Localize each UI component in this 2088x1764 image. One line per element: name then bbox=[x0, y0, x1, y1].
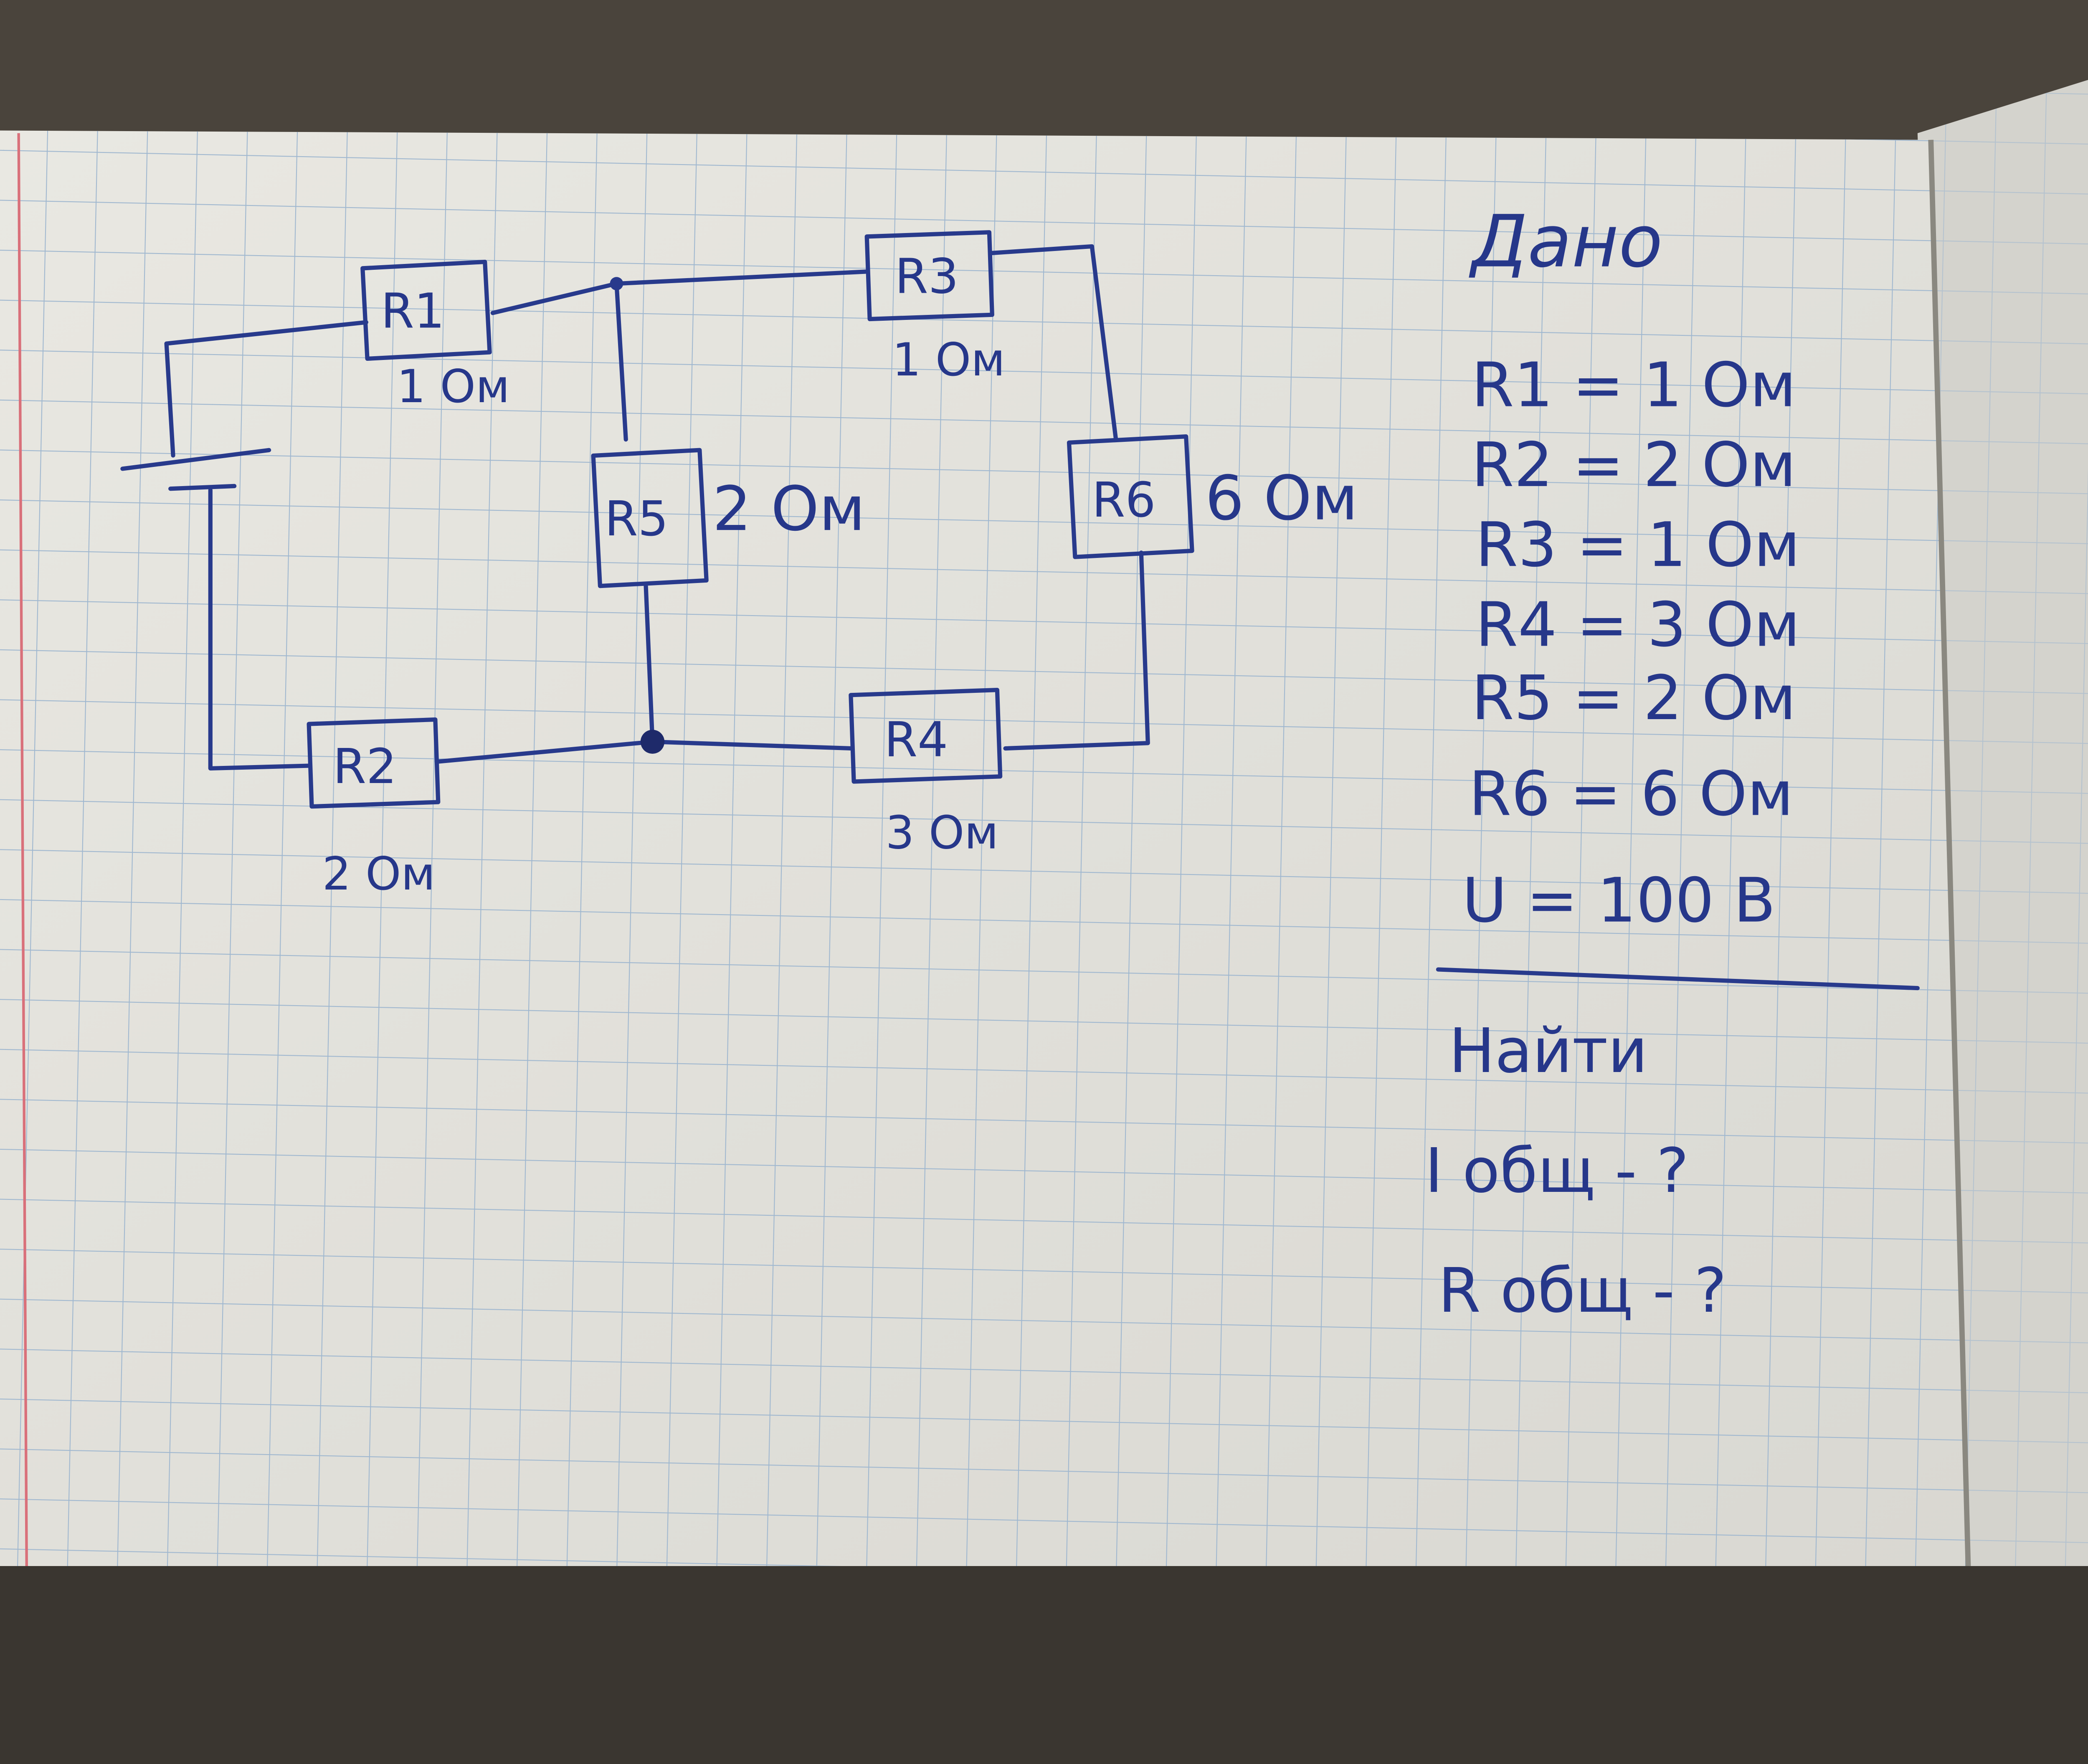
given-item: R4 = 3 Ом bbox=[1475, 589, 1800, 661]
find-item: I общ - ? bbox=[1425, 1135, 1689, 1206]
resistor-value: 2 Ом bbox=[712, 473, 865, 545]
notebook-page-grid bbox=[0, 130, 1969, 1566]
resistor-label: R6 bbox=[1092, 472, 1156, 528]
resistor-label: R4 bbox=[884, 712, 948, 768]
resistor-box bbox=[864, 230, 994, 322]
resistor-r5: R5 2 Ом bbox=[591, 448, 865, 588]
find-section: Найти I общ - ? R общ - ? bbox=[1425, 1015, 1727, 1326]
node-dot bbox=[610, 277, 623, 291]
given-item: R6 = 6 Ом bbox=[1469, 758, 1793, 830]
resistor-value: 3 Ом bbox=[886, 806, 999, 859]
resistor-box bbox=[849, 688, 1003, 784]
wire bbox=[990, 244, 1118, 442]
wire bbox=[614, 281, 628, 442]
resistor-value: 2 Ом bbox=[322, 847, 436, 900]
notebook-photo: R1 1 Ом R3 1 Ом R6 6 Ом R5 2 Ом R4 3 Ом … bbox=[0, 0, 2088, 1566]
given-item: R2 = 2 Ом bbox=[1472, 429, 1796, 501]
given-item: U = 100 В bbox=[1462, 865, 1776, 936]
resistor-label: R1 bbox=[381, 283, 445, 339]
find-item: R общ - ? bbox=[1438, 1255, 1727, 1326]
resistor-r1: R1 1 Ом bbox=[360, 259, 510, 413]
wire bbox=[644, 583, 655, 744]
resistor-r2: R2 2 Ом bbox=[307, 717, 441, 900]
wire bbox=[1003, 550, 1150, 751]
resistor-r6: R6 6 Ом bbox=[1067, 434, 1358, 559]
given-item: R1 = 1 Ом bbox=[1472, 350, 1796, 421]
find-title: Найти bbox=[1449, 1015, 1647, 1087]
battery-short-plate bbox=[168, 484, 237, 491]
resistor-label: R5 bbox=[605, 491, 669, 547]
battery-long-plate bbox=[120, 448, 271, 471]
resistor-value: 1 Ом bbox=[397, 360, 510, 413]
resistor-box bbox=[360, 259, 492, 361]
wire bbox=[164, 320, 369, 458]
resistor-value: 1 Ом bbox=[892, 333, 1005, 386]
resistor-box bbox=[591, 448, 709, 588]
resistor-box bbox=[307, 717, 441, 809]
margin-line bbox=[17, 133, 28, 1566]
wire bbox=[208, 488, 311, 771]
given-item: R3 = 1 Ом bbox=[1475, 509, 1800, 580]
resistor-value: 6 Ом bbox=[1205, 463, 1358, 534]
given-section: Дано R1 = 1 Ом R2 = 2 Ом R3 = 1 Ом R4 = … bbox=[1462, 200, 1800, 936]
resistor-r4: R4 3 Ом bbox=[849, 688, 1003, 859]
resistor-label: R2 bbox=[333, 739, 397, 795]
node-dot bbox=[640, 730, 665, 754]
given-title: Дано bbox=[1469, 200, 1663, 284]
resistor-r3: R3 1 Ом bbox=[864, 230, 1005, 386]
resistor-label: R3 bbox=[895, 249, 959, 305]
divider-line bbox=[1436, 967, 1920, 991]
resistor-box bbox=[1067, 434, 1194, 559]
page-fold bbox=[1928, 139, 1971, 1566]
circuit-diagram: R1 1 Ом R3 1 Ом R6 6 Ом R5 2 Ом R4 3 Ом … bbox=[120, 230, 1358, 900]
given-item: R5 = 2 Ом bbox=[1472, 662, 1796, 734]
